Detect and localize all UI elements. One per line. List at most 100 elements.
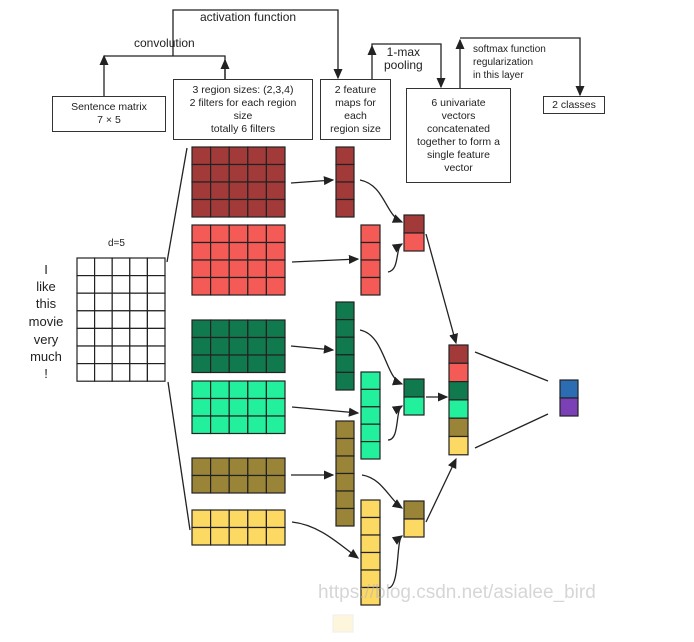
filter-cell	[210, 354, 230, 374]
filter-cell	[191, 457, 212, 477]
pooled-cell	[403, 232, 425, 252]
filter-cell	[265, 241, 286, 261]
sentence-matrix-cell	[76, 363, 96, 382]
pooled-cell	[403, 396, 425, 416]
filter-cell	[210, 380, 230, 400]
filter-cell	[247, 457, 268, 477]
filter-cell	[228, 336, 249, 356]
box-line: 2 filters for each region	[189, 96, 297, 109]
sentence-matrix-box: Sentence matrix 7 × 5	[52, 96, 166, 132]
filter-cell	[191, 397, 212, 417]
pooling-label-line: 1-max	[386, 45, 421, 59]
filter-cell	[228, 198, 249, 218]
softmax-arrow	[460, 37, 585, 97]
filter-cell	[191, 163, 212, 183]
filter-cell	[191, 526, 212, 546]
box-line: together to form a	[417, 135, 500, 148]
activation-function-label: activation function	[200, 10, 297, 24]
filter-cell	[191, 259, 212, 279]
filter-cell	[228, 380, 249, 400]
pool-arrow	[361, 474, 404, 509]
pool-arrow	[359, 179, 404, 223]
feature-map-cell	[335, 198, 355, 218]
box-line: 2 feature	[334, 83, 377, 96]
concat-cell	[448, 381, 469, 401]
filter-cell	[228, 319, 249, 339]
filter-cell	[247, 415, 268, 435]
feature-map-cell	[360, 551, 381, 571]
sentence-matrix-cell	[111, 310, 131, 329]
sentence-matrix-cell	[146, 345, 166, 365]
concat-cell	[448, 399, 469, 419]
filter-cell	[210, 526, 230, 546]
sentence-matrix-cell	[146, 327, 166, 347]
box-line: vectors	[441, 109, 476, 122]
filter-cell	[265, 146, 286, 166]
box-line: region size	[330, 122, 381, 135]
pooled-cell	[403, 214, 425, 234]
output-line	[474, 351, 549, 382]
filter-cell	[265, 224, 286, 244]
sentence-matrix-cell	[93, 275, 113, 294]
convolution-label: convolution	[134, 36, 195, 50]
conv-arrow	[291, 406, 360, 417]
word: I	[44, 262, 48, 277]
feature-map-cell	[360, 241, 381, 261]
filter-cell	[228, 474, 249, 494]
filter-cell	[210, 224, 230, 244]
box-line: each	[344, 109, 367, 122]
feature-map-cell	[360, 224, 381, 244]
softmax-label-line: regularization	[473, 57, 534, 68]
filter-cell	[265, 474, 286, 494]
filter-cell	[191, 198, 212, 218]
sentence-matrix-cell	[76, 292, 96, 312]
filter-cell	[228, 354, 249, 374]
filter-cell	[210, 336, 230, 356]
feature-map-cell	[335, 354, 355, 373]
filter-cell	[247, 509, 268, 529]
box-line: Sentence matrix	[71, 101, 147, 113]
feature-map-cell	[335, 163, 355, 183]
feature-map-cell	[360, 499, 381, 519]
filter-cell	[210, 181, 230, 201]
filter-cell	[191, 181, 212, 201]
filter-cell	[191, 336, 212, 356]
filter-cell	[191, 354, 212, 374]
sentence-matrix-cell	[76, 327, 96, 347]
filter-cell	[191, 415, 212, 435]
dimension-label: d=5	[108, 238, 125, 249]
filter-cell	[228, 241, 249, 261]
classes-box: 2 classes	[543, 96, 605, 114]
filter-cell	[228, 259, 249, 279]
sentence-matrix-cell	[129, 363, 149, 382]
filter-cell	[228, 526, 249, 546]
filters-box: 3 region sizes: (2,3,4) 2 filters for ea…	[173, 79, 313, 140]
filter-cell	[191, 146, 212, 166]
filter-cell	[228, 276, 249, 296]
conv-arrow	[290, 344, 335, 354]
sentence-matrix-cell	[93, 345, 113, 365]
concat-arrow	[425, 457, 457, 523]
filter-cell	[247, 474, 268, 494]
box-line: 7 × 5	[97, 114, 121, 126]
filter-cell	[265, 354, 286, 374]
sentence-matrix-cell	[76, 345, 96, 365]
sentence-matrix-cell	[146, 310, 166, 329]
feature-map-cell	[335, 437, 355, 457]
pooling-arrow	[371, 43, 446, 89]
box-line: 3 region sizes: (2,3,4)	[192, 83, 294, 96]
word: movie	[28, 314, 64, 329]
feature-map-cell	[360, 371, 381, 390]
filter-cell	[265, 526, 286, 546]
guide-line	[167, 381, 191, 531]
filter-cell	[210, 397, 230, 417]
pooled-cell	[403, 378, 425, 398]
filter-cell	[191, 224, 212, 244]
filter-cell	[228, 146, 249, 166]
filter-cell	[210, 146, 230, 166]
word: this	[35, 296, 57, 311]
filter-cell	[210, 319, 230, 339]
filter-cell	[247, 380, 268, 400]
filter-cell	[247, 224, 268, 244]
filter-cell	[210, 457, 230, 477]
